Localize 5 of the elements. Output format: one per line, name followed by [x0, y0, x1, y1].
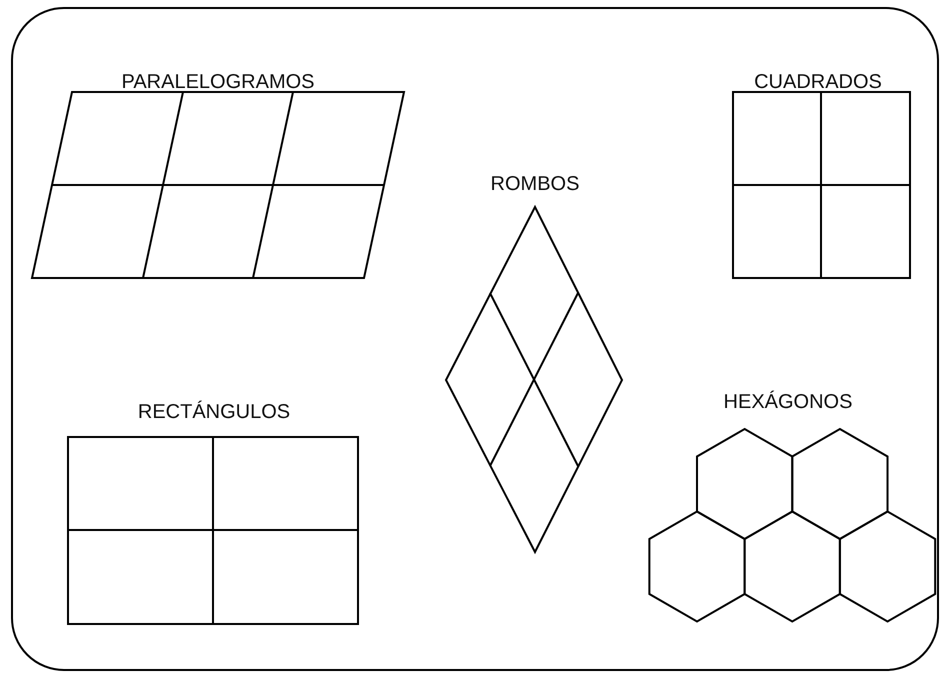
shape-heading: PARALELOGRAMOS	[121, 70, 315, 94]
shape-heading: HEXÁGONOS	[724, 390, 852, 414]
shape-heading: RECTÁNGULOS	[138, 400, 290, 424]
shape-heading: ROMBOS	[490, 172, 580, 196]
shape-heading: CUADRADOS	[754, 70, 882, 94]
